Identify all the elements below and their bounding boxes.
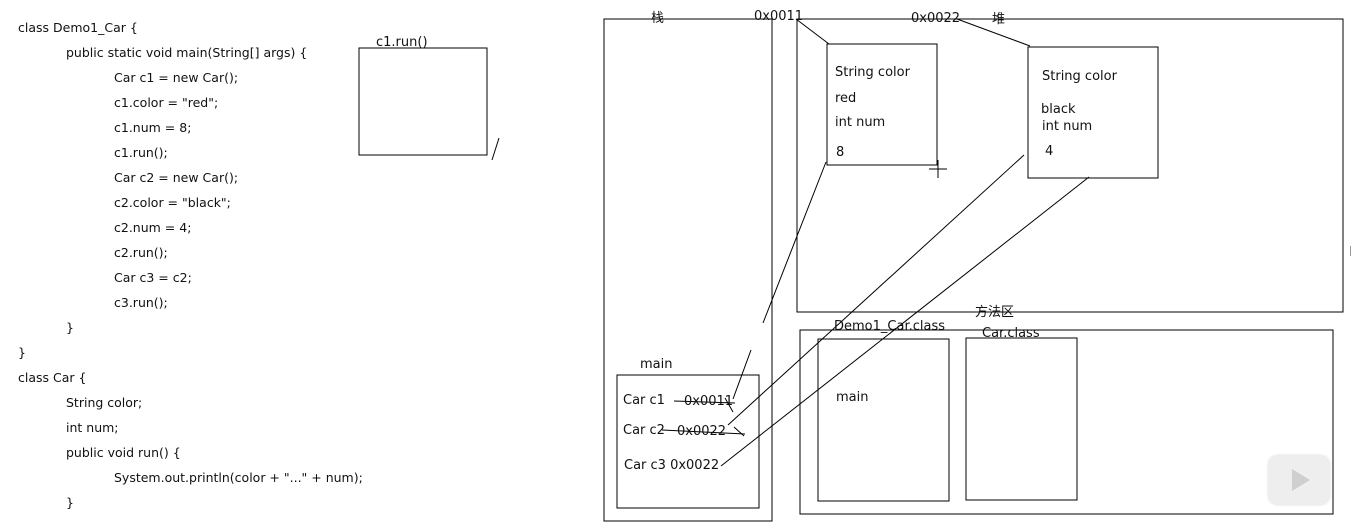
car-class-box xyxy=(965,337,1078,501)
pointer-line xyxy=(956,18,1031,47)
code-line: public static void main(String[] args) { xyxy=(66,45,308,60)
code-line: c2.color = "black"; xyxy=(114,195,231,210)
stack-addr-c1: 0x0011 xyxy=(684,394,733,409)
obj1-field2: int num xyxy=(835,115,885,130)
class2-label: Car.class xyxy=(982,326,1040,341)
stack-var-c1: Car c1 xyxy=(623,393,665,408)
method-area-box xyxy=(799,329,1334,515)
code-line: c1.color = "red"; xyxy=(114,95,219,110)
heap-address-2: 0x0022 xyxy=(911,11,960,26)
code-line: class Demo1_Car { xyxy=(18,20,138,35)
obj2-value1: black xyxy=(1041,102,1076,117)
strike-line xyxy=(661,429,746,435)
run-frame-box xyxy=(358,47,488,156)
code-line: } xyxy=(66,320,74,335)
reference-line xyxy=(732,349,752,400)
code-line: c1.run(); xyxy=(114,145,168,160)
code-line: class Car { xyxy=(18,370,87,385)
code-line: String color; xyxy=(66,395,143,410)
reference-line xyxy=(727,154,1025,426)
code-line: int num; xyxy=(66,420,119,435)
obj2-field2: int num xyxy=(1042,119,1092,134)
class1-label: Demo1_Car.class xyxy=(834,319,945,334)
heap-address-1: 0x0011 xyxy=(754,9,803,24)
strike-line xyxy=(733,426,745,437)
code-line: c2.num = 4; xyxy=(114,220,192,235)
heap-object-1 xyxy=(826,43,938,166)
code-panel: class Demo1_Car { public static void mai… xyxy=(0,0,600,523)
code-line: Car c3 = c2; xyxy=(114,270,192,285)
code-line: public void run() { xyxy=(66,445,181,460)
strike-line xyxy=(673,400,736,404)
stack-box xyxy=(603,18,773,522)
code-line: c3.run(); xyxy=(114,295,168,310)
demo-class-box xyxy=(817,338,950,502)
obj1-value1: red xyxy=(835,91,856,106)
play-button[interactable] xyxy=(1268,455,1330,505)
obj1-field1: String color xyxy=(835,65,911,80)
reference-line xyxy=(720,176,1090,467)
method-area-label: 方法区 xyxy=(975,304,1014,320)
code-line: } xyxy=(18,345,26,360)
obj1-value2: 8 xyxy=(836,145,844,160)
heap-label: 堆 xyxy=(992,12,1005,27)
play-icon xyxy=(1292,469,1310,491)
obj2-field1: String color xyxy=(1042,69,1118,84)
scrollbar-marker xyxy=(1350,246,1354,256)
stack-var-c2: Car c2 xyxy=(623,423,665,438)
stack-addr-c2: 0x0022 xyxy=(677,424,726,439)
obj2-value2: 4 xyxy=(1045,144,1053,159)
stack-label: 栈 xyxy=(651,11,664,26)
class1-method-main: main xyxy=(836,390,868,405)
main-frame-box xyxy=(616,374,760,509)
strike-line xyxy=(724,397,734,413)
stray-stroke xyxy=(491,137,500,161)
stack-var-c3: Car c3 0x0022 xyxy=(624,458,719,473)
code-line: c1.num = 8; xyxy=(114,120,192,135)
code-line: c2.run(); xyxy=(114,245,168,260)
run-frame-label: c1.run() xyxy=(376,35,428,50)
code-line: System.out.println(color + "..." + num); xyxy=(114,470,363,485)
code-line: Car c1 = new Car(); xyxy=(114,70,239,85)
code-line: Car c2 = new Car(); xyxy=(114,170,239,185)
code-line: } xyxy=(66,495,74,510)
pointer-line xyxy=(795,18,830,45)
heap-box xyxy=(796,18,1344,313)
main-frame-label: main xyxy=(640,357,672,372)
heap-object-2 xyxy=(1027,46,1159,179)
reference-line xyxy=(762,161,827,324)
